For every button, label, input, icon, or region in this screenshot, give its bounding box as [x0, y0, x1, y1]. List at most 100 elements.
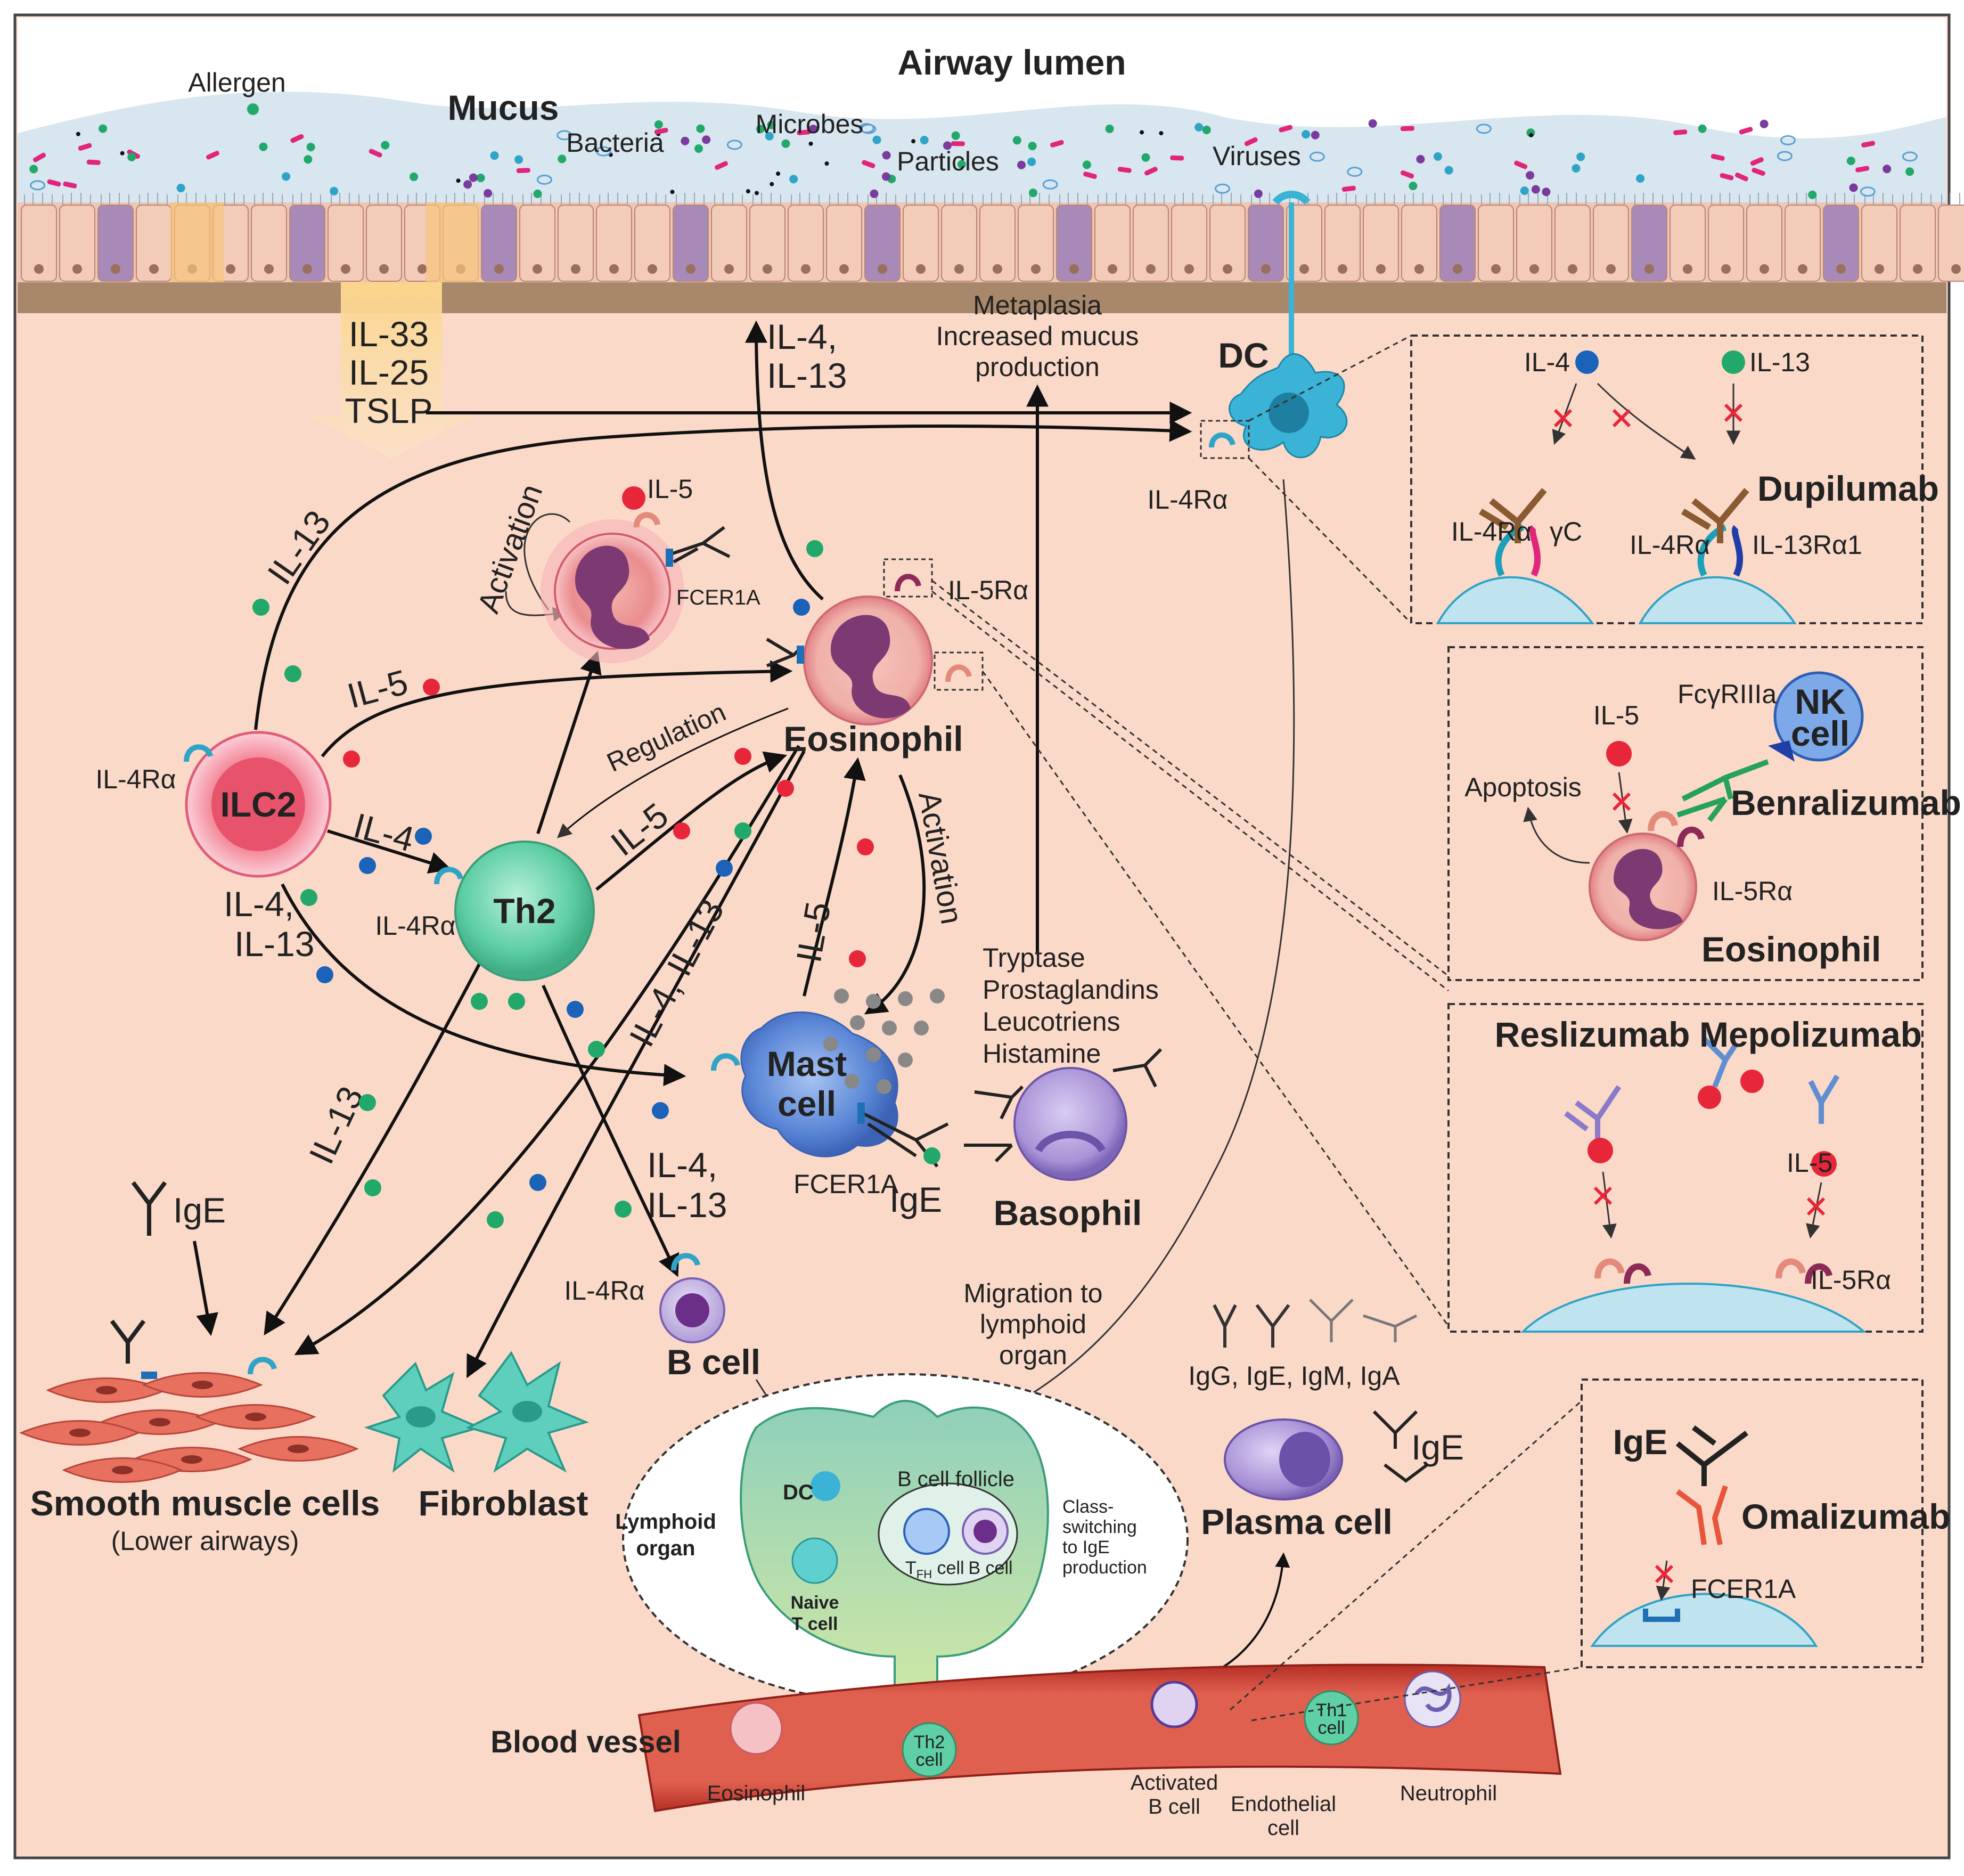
cilia [139, 193, 168, 205]
mast-cell-label-2: cell [778, 1084, 836, 1123]
cell-nucleus [111, 264, 120, 274]
cell-nucleus [878, 264, 887, 274]
cilia [1443, 193, 1471, 205]
bacteria-label: Bacteria [566, 128, 664, 158]
microbe [1309, 151, 1325, 162]
migration-label-2: lymphoid [980, 1309, 1086, 1339]
cytokine-dot [284, 665, 301, 682]
resmep-il5: IL-5 [1787, 1148, 1832, 1178]
particle [920, 136, 929, 145]
cell-nucleus [72, 264, 82, 274]
il4ra-receptor [248, 1357, 277, 1375]
bacterium [1734, 172, 1748, 182]
bacterium [862, 160, 875, 168]
ciliated-cell [1746, 205, 1782, 282]
cell-nucleus [181, 1455, 202, 1464]
th2-cell [434, 841, 595, 981]
particle [776, 172, 781, 176]
particle [809, 125, 818, 134]
cytokine-dots [252, 540, 874, 1228]
particle [456, 178, 461, 183]
migration-label-3: organ [999, 1340, 1067, 1370]
cell-nucleus [245, 1413, 266, 1421]
arrow-ilc2-il4-il13-to-mast [281, 883, 686, 1087]
benralizumab-nk-2: cell [1791, 714, 1850, 753]
bacterium [1400, 170, 1414, 179]
dupilumab-drug-label: Dupilumab [1757, 469, 1939, 508]
ciliated-cell [558, 205, 594, 282]
particle [911, 139, 916, 144]
benralizumab-fcr: FcγRIIIa [1677, 679, 1777, 709]
cilia [446, 193, 474, 205]
vessel-th2-label-2: cell [915, 1750, 943, 1770]
cilia [216, 193, 244, 205]
microbe [1215, 183, 1231, 194]
benralizumab-il5ra: IL-5Rα [1712, 876, 1793, 906]
cilia [1596, 193, 1625, 205]
eos-il5ra-label: IL-5Rα [948, 575, 1028, 605]
smooth-muscle-label: Smooth muscle cells [30, 1483, 380, 1523]
particle [1576, 152, 1585, 161]
cilia [752, 193, 781, 205]
cytokine-dot [359, 1094, 376, 1111]
cell-nucleus [1798, 264, 1807, 274]
cytokine-dot [487, 1211, 504, 1228]
cell-nucleus [1913, 264, 1922, 274]
label-il4-il13-ilc2-1: IL-4, [224, 884, 294, 924]
cytokine-dot [857, 838, 874, 855]
particle [765, 132, 774, 141]
cilia [522, 193, 551, 205]
arrow-mast-il5-to-eos [803, 757, 866, 997]
particle [1529, 133, 1534, 137]
bacterium [369, 149, 382, 158]
cilia [1941, 193, 1960, 205]
vessel-cells [730, 1670, 1461, 1777]
dc-receptor-box [1200, 420, 1250, 459]
bacterium [654, 127, 668, 135]
cell-nucleus [494, 264, 504, 274]
bacterium [1673, 129, 1688, 135]
mediator-prostaglandins: Prostaglandins [983, 975, 1159, 1005]
microbe [1780, 135, 1796, 145]
goblet-cell [1056, 205, 1092, 282]
cilia [561, 193, 590, 205]
bacterium [1711, 153, 1725, 161]
cilia [1213, 193, 1241, 205]
dupilumab-il13ra1: IL-13Rα1 [1752, 530, 1862, 560]
cilia [484, 193, 513, 205]
cilia [1788, 193, 1816, 205]
mast-cell [711, 1011, 949, 1168]
cilia [1021, 193, 1050, 205]
cytokine-dot [734, 748, 751, 765]
granule [914, 1021, 929, 1035]
epithelial-cells [21, 193, 1964, 282]
cell-nucleus [801, 264, 811, 274]
particle [654, 120, 663, 129]
ciliated-cell [1478, 205, 1514, 282]
panel-reslizumab-mepolizumab [1447, 1003, 1924, 1333]
particle [1027, 157, 1036, 166]
particle [282, 172, 291, 181]
cell-nucleus [533, 264, 542, 274]
viruses-label: Viruses [1213, 141, 1301, 171]
class-switch-label-1: Class- [1062, 1497, 1114, 1517]
class-switch-label-3: to IgE [1062, 1537, 1110, 1557]
cilia [1519, 193, 1548, 205]
particle [463, 180, 472, 189]
particle [1526, 171, 1535, 180]
ciliated-cell [749, 205, 785, 282]
cell-nucleus [264, 264, 274, 274]
particle [259, 142, 268, 151]
panel-connectors [931, 335, 1582, 1722]
omalizumab-drug-label: Omalizumab [1741, 1497, 1950, 1536]
cilia [906, 193, 935, 205]
omalizumab-ige: IgE [1613, 1422, 1668, 1462]
particle [1760, 119, 1769, 128]
cell-nucleus [1414, 264, 1424, 274]
bacterium [1752, 168, 1765, 176]
mediator-leucotriens: Leucotriens [983, 1007, 1120, 1037]
ciliated-cell [826, 205, 862, 282]
particle [1311, 130, 1320, 140]
bacterium [1244, 137, 1258, 146]
